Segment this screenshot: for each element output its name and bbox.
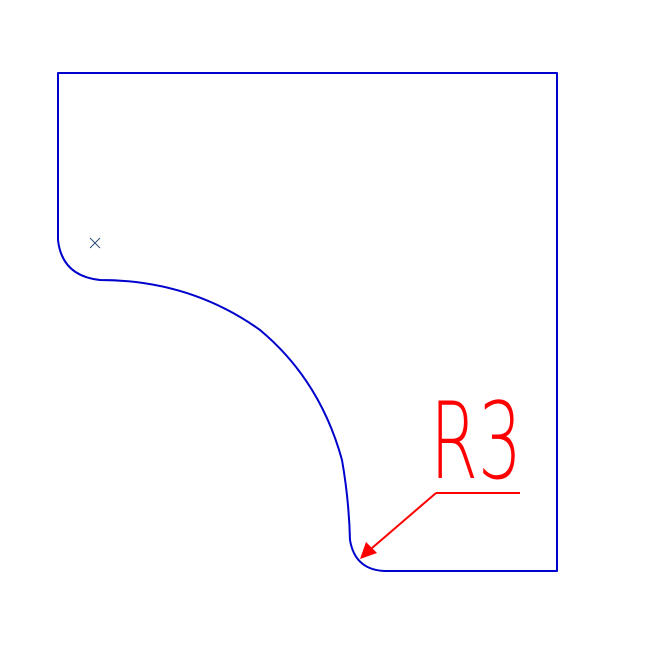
arrowhead-icon — [360, 542, 377, 559]
leader-line — [371, 492, 437, 549]
x-mark-icon — [89, 237, 101, 249]
part-outline — [57, 72, 558, 572]
radius-dimension: R3 — [360, 380, 522, 559]
dimension-label: R3 — [430, 380, 522, 503]
